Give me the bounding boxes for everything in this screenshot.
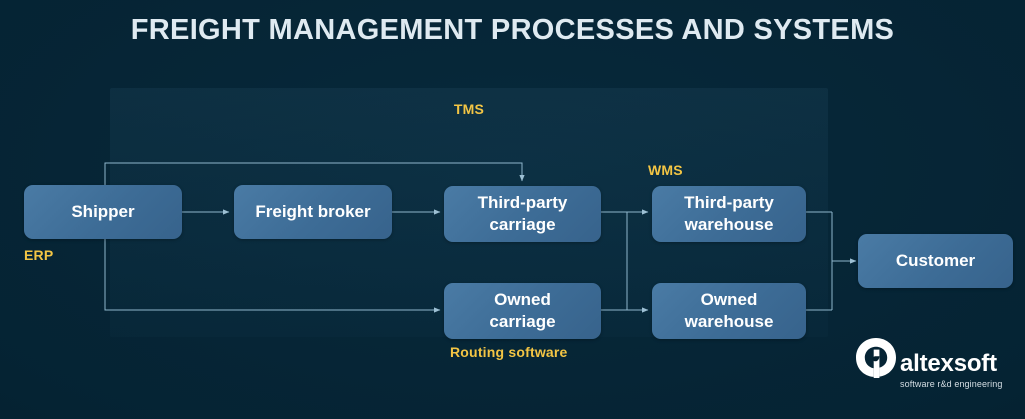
- erp-label: ERP: [24, 247, 54, 263]
- node-shipper-label: Shipper: [71, 201, 135, 221]
- node-customer[interactable]: Customer: [858, 234, 1013, 288]
- node-third-party-warehouse[interactable]: Third-party warehouse: [652, 186, 806, 242]
- node-shipper[interactable]: Shipper: [24, 185, 182, 239]
- tms-label: TMS: [453, 101, 485, 117]
- node-customer-label: Customer: [895, 250, 976, 270]
- logo-tagline: software r&d engineering: [900, 379, 1003, 389]
- logo-wordmark: altexsoft: [900, 350, 997, 377]
- node-third-party-carriage-label-line1: Third-party: [477, 192, 568, 212]
- node-owned-warehouse-label-line1: Owned: [700, 289, 758, 309]
- routing-software-label: Routing software: [450, 344, 568, 360]
- node-freight-broker-label: Freight broker: [255, 201, 371, 221]
- node-owned-carriage-label-line2: carriage: [489, 312, 556, 331]
- node-third-party-warehouse-label-line2: warehouse: [684, 215, 774, 234]
- node-third-party-carriage[interactable]: Third-party carriage: [444, 186, 601, 242]
- node-freight-broker[interactable]: Freight broker: [234, 185, 392, 239]
- node-owned-carriage[interactable]: Owned carriage: [444, 283, 601, 339]
- altexsoft-logo: altexsoft software r&d engineering: [855, 336, 1015, 408]
- node-third-party-warehouse-label-line1: Third-party: [684, 192, 774, 212]
- node-owned-carriage-label-line1: Owned: [494, 289, 551, 309]
- wms-label: WMS: [648, 162, 683, 178]
- altexsoft-a-mark-icon: [856, 338, 896, 378]
- page-title: FREIGHT MANAGEMENT PROCESSES AND SYSTEMS: [130, 14, 895, 46]
- node-owned-warehouse[interactable]: Owned warehouse: [652, 283, 806, 339]
- node-third-party-carriage-label-line2: carriage: [489, 215, 556, 234]
- node-owned-warehouse-label-line2: warehouse: [684, 312, 774, 331]
